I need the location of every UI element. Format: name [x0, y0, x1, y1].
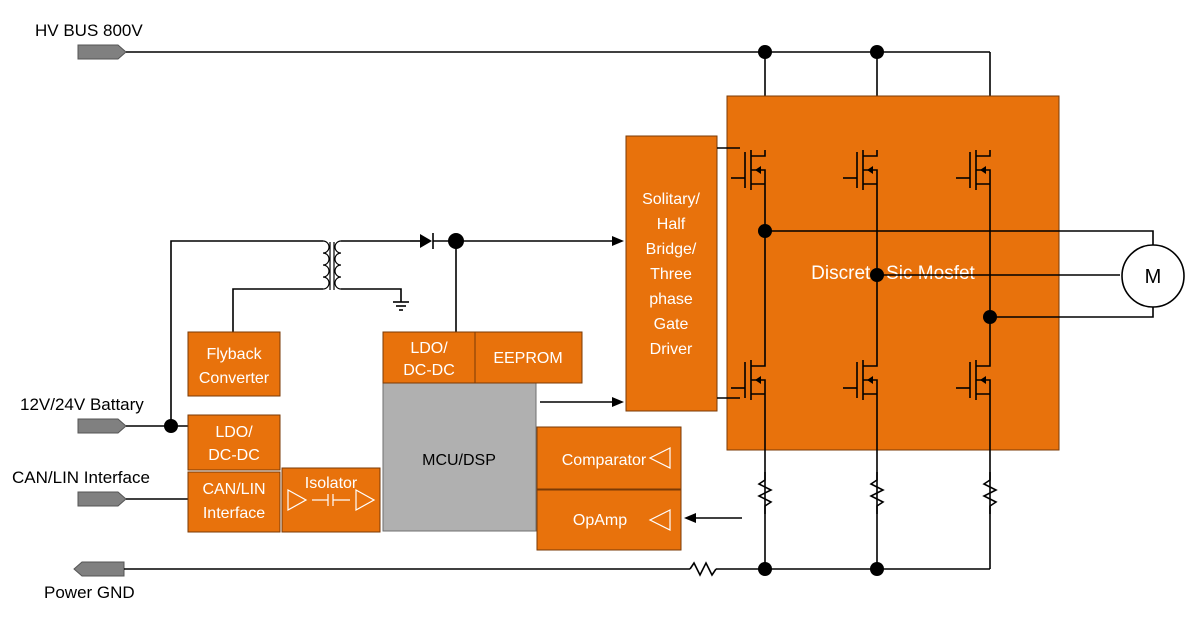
ground-wire — [124, 561, 990, 577]
ldo-dcdc-mcu-block — [382, 331, 476, 384]
gate-driver-line-6: Gate — [654, 316, 689, 333]
gate-driver-block — [625, 135, 718, 412]
power-gnd-label: Power GND — [44, 583, 135, 602]
shunt-resistor-icon — [757, 472, 773, 514]
gate-driver-line-1: Solitary/ — [642, 191, 700, 208]
flyback-line-1: Flyback — [206, 346, 262, 363]
junction-dot — [983, 310, 997, 324]
can-lin-port-icon — [77, 491, 127, 507]
opamp-label: OpAmp — [573, 512, 627, 529]
motor-phase-wires — [765, 230, 1154, 318]
mcu-dsp-block — [382, 382, 537, 532]
eeprom-block — [474, 331, 583, 384]
mcu-label: MCU/DSP — [422, 452, 496, 469]
comparator-label: Comparator — [562, 452, 647, 469]
ldo-mcu-line-1: LDO/ — [410, 340, 448, 357]
mosfet-transistor-icon — [956, 360, 991, 400]
flyback-line-2: Converter — [199, 370, 270, 387]
comparator-triangle-icon — [648, 447, 671, 469]
can-lin-interface-block — [187, 471, 281, 533]
ldo-dcdc-left-block — [187, 414, 281, 471]
ldo-left-line-1: LDO/ — [215, 424, 253, 441]
mosfet-block-label: Discrete Sic Mosfet — [811, 263, 975, 284]
ldo-mcu-line-2: DC-DC — [403, 362, 455, 379]
isolator-symbol-icon — [287, 488, 376, 512]
isolator-label: Isolator — [305, 475, 358, 492]
battery-label: 12V/24V Battary — [20, 395, 144, 414]
hv-bus-label: HV BUS 800V — [35, 21, 143, 40]
mcu-to-driver-arrow — [540, 397, 624, 407]
can-lin-line-2: Interface — [203, 505, 265, 522]
opamp-block — [536, 489, 682, 551]
junction-dot — [758, 224, 772, 238]
can-lin-line-1: CAN/LIN — [202, 481, 265, 498]
mosfet-transistor-icon — [956, 150, 991, 190]
ldo-left-line-2: DC-DC — [208, 447, 260, 464]
shunt-resistor-icon — [982, 472, 998, 514]
comparator-block — [536, 426, 682, 490]
gate-driver-line-5: phase — [649, 291, 693, 308]
power-gnd-port-icon — [73, 561, 125, 577]
flyback-converter-block — [187, 331, 281, 397]
isolator-block — [281, 467, 381, 533]
motor-icon — [1121, 244, 1185, 308]
junction-dot — [758, 45, 772, 59]
battery-port-icon — [77, 418, 127, 434]
shunt-resistor-icon — [869, 472, 885, 514]
hv-bus-port-icon — [77, 44, 127, 60]
gate-driver-line-7: Driver — [650, 341, 693, 358]
junction-dot — [870, 45, 884, 59]
gate-driver-line-4: Three — [650, 266, 692, 283]
gate-drive-wires — [717, 147, 740, 399]
gate-driver-line-2: Half — [657, 216, 686, 233]
junction-dot — [870, 268, 884, 282]
junction-dot — [164, 419, 178, 433]
motor-label: M — [1145, 266, 1162, 288]
mosfet-transistor-icon — [731, 360, 766, 400]
mosfet-transistor-icon — [843, 150, 878, 190]
transformer-icon — [170, 240, 410, 420]
opamp-triangle-icon — [648, 509, 671, 531]
mosfet-block — [726, 95, 1060, 451]
can-lin-port-label: CAN/LIN Interface — [12, 468, 150, 487]
gate-driver-line-3: Bridge/ — [646, 241, 697, 258]
current-sense-arrow — [684, 513, 742, 523]
mosfet-transistor-icon — [731, 150, 766, 190]
diode-icon — [410, 233, 624, 249]
mosfet-transistor-icon — [843, 360, 878, 400]
eeprom-label: EEPROM — [493, 350, 562, 367]
